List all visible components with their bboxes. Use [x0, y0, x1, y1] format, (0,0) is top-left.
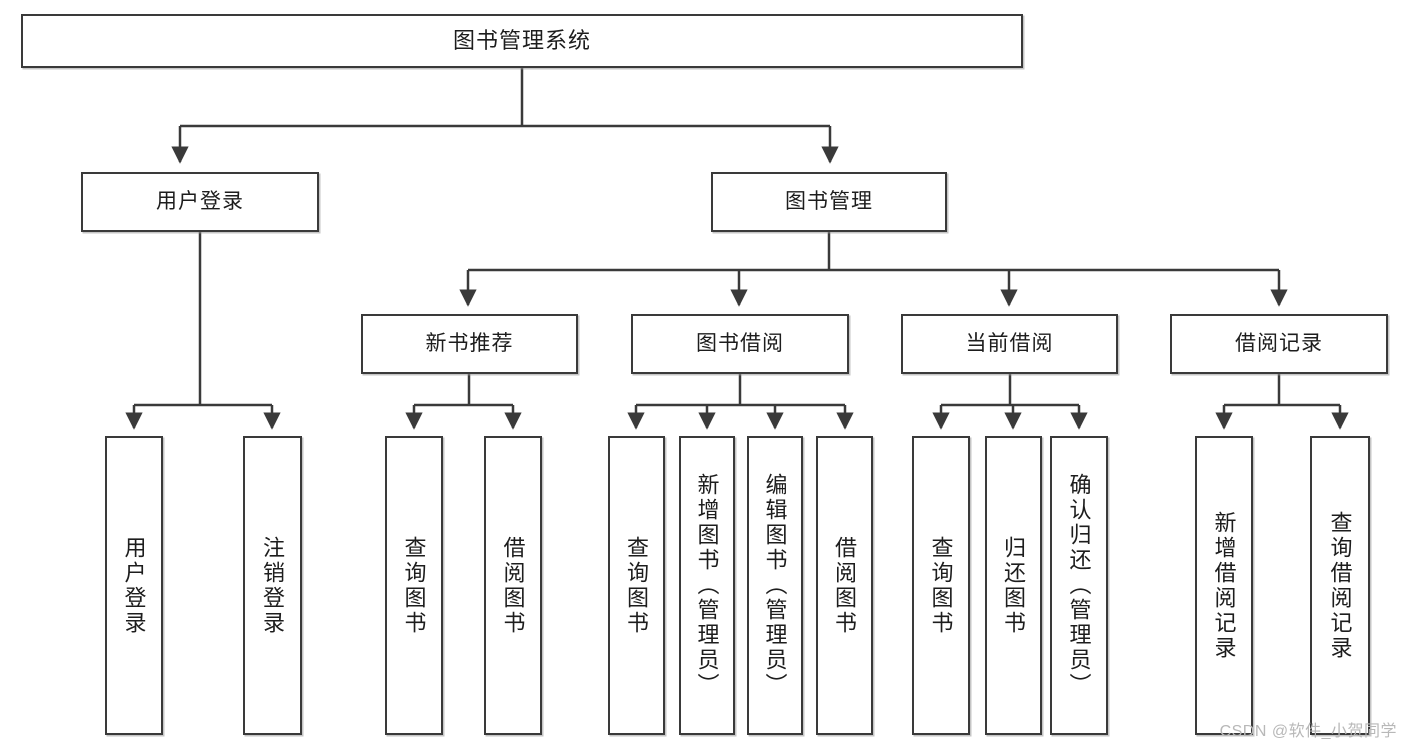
- node-book-manage-label: 图书管理: [785, 189, 873, 213]
- leaf-query-record-label: 查询借阅记录: [1327, 510, 1353, 661]
- node-root[interactable]: 图书管理系统: [21, 14, 1023, 68]
- leaf-edit-book[interactable]: 编辑图书（管理员）: [747, 436, 803, 735]
- node-borrow-record[interactable]: 借阅记录: [1170, 314, 1388, 374]
- leaf-confirm-return-label: 确认归还（管理员）: [1066, 473, 1092, 698]
- leaf-return-book-label: 归还图书: [1001, 535, 1027, 636]
- node-user-login[interactable]: 用户登录: [81, 172, 319, 232]
- leaf-logout[interactable]: 注销登录: [243, 436, 302, 735]
- leaf-add-record-label: 新增借阅记录: [1211, 510, 1237, 661]
- leaf-return-book[interactable]: 归还图书: [985, 436, 1042, 735]
- node-current-borrow-label: 当前借阅: [965, 331, 1054, 355]
- node-user-login-label: 用户登录: [156, 189, 244, 213]
- leaf-query-book-borrow-label: 查询图书: [624, 535, 650, 636]
- node-book-borrow[interactable]: 图书借阅: [631, 314, 849, 374]
- leaf-query-book-rec-label: 查询图书: [401, 535, 427, 636]
- leaf-edit-book-label: 编辑图书（管理员）: [762, 473, 788, 698]
- node-new-book-rec-label: 新书推荐: [425, 331, 514, 355]
- csdn-watermark: CSDN @软件_小贺同学: [1219, 723, 1397, 740]
- leaf-query-book-borrow[interactable]: 查询图书: [608, 436, 665, 735]
- node-new-book-rec[interactable]: 新书推荐: [361, 314, 578, 374]
- leaf-user-login[interactable]: 用户登录: [105, 436, 163, 735]
- leaf-user-login-label: 用户登录: [121, 535, 147, 636]
- node-current-borrow[interactable]: 当前借阅: [901, 314, 1118, 374]
- leaf-borrow-book-label: 借阅图书: [832, 535, 858, 636]
- leaf-query-book-rec[interactable]: 查询图书: [385, 436, 443, 735]
- leaf-borrow-book-rec[interactable]: 借阅图书: [484, 436, 542, 735]
- leaf-confirm-return[interactable]: 确认归还（管理员）: [1050, 436, 1108, 735]
- leaf-logout-label: 注销登录: [260, 535, 286, 636]
- leaf-add-book-label: 新增图书（管理员）: [694, 473, 720, 698]
- leaf-borrow-book[interactable]: 借阅图书: [816, 436, 873, 735]
- node-borrow-record-label: 借阅记录: [1235, 331, 1323, 355]
- node-root-label: 图书管理系统: [452, 28, 591, 54]
- leaf-add-record[interactable]: 新增借阅记录: [1195, 436, 1253, 735]
- leaf-add-book[interactable]: 新增图书（管理员）: [679, 436, 735, 735]
- node-book-manage[interactable]: 图书管理: [711, 172, 947, 232]
- leaf-query-book-cur-label: 查询图书: [928, 535, 954, 636]
- leaf-query-record[interactable]: 查询借阅记录: [1310, 436, 1370, 735]
- leaf-borrow-book-rec-label: 借阅图书: [500, 535, 526, 636]
- node-book-borrow-label: 图书借阅: [696, 331, 784, 355]
- leaf-query-book-cur[interactable]: 查询图书: [912, 436, 970, 735]
